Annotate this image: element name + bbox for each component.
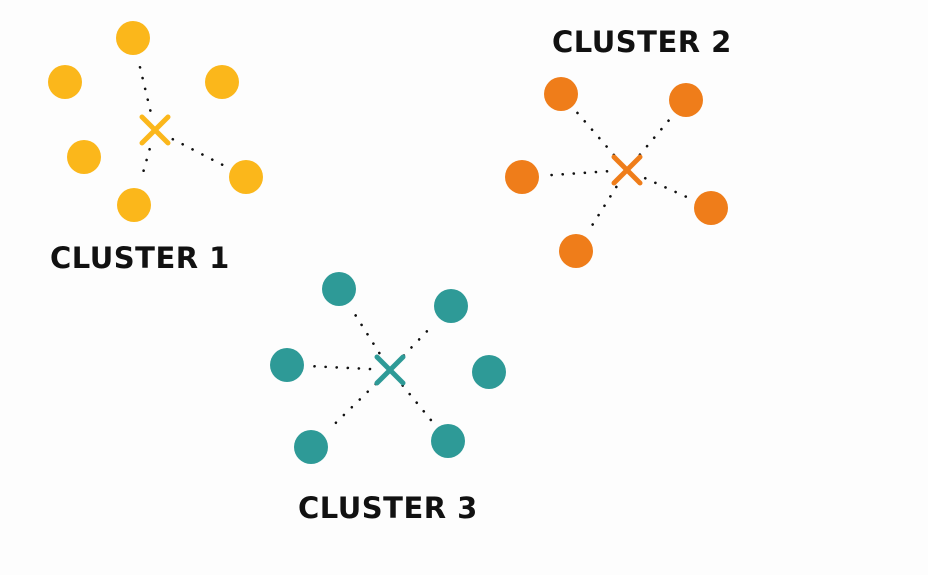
- cluster-1-point: [205, 65, 239, 99]
- cluster-2-point: [559, 234, 593, 268]
- cluster-2-link: [643, 176, 690, 199]
- cluster-1-centroid-icon: [139, 114, 171, 146]
- cluster-3-group: [270, 272, 506, 464]
- cluster-3-point: [270, 348, 304, 382]
- cluster-1-link: [171, 137, 226, 167]
- cluster-3-centroid-icon: [374, 354, 406, 386]
- cluster-3-point: [472, 355, 506, 389]
- cluster-1-point: [117, 188, 151, 222]
- cluster-1-point: [48, 65, 82, 99]
- cluster-1-point: [116, 21, 150, 55]
- cluster-2-link: [576, 111, 616, 157]
- cluster-3-point: [431, 424, 465, 458]
- cluster-2-centroid-icon: [611, 154, 643, 186]
- cluster-2-point: [544, 77, 578, 111]
- cluster-3-point: [322, 272, 356, 306]
- cluster-2-point: [505, 160, 539, 194]
- cluster-2-link: [545, 170, 609, 177]
- cluster-1-point: [229, 160, 263, 194]
- cluster-2-point: [694, 191, 728, 225]
- cluster-2-group: [505, 77, 728, 268]
- cluster-2-point: [669, 83, 703, 117]
- cluster-1-label: CLUSTER 1: [50, 241, 230, 275]
- cluster-3-point: [294, 430, 328, 464]
- cluster-3-point: [434, 289, 468, 323]
- cluster-3-link: [402, 322, 436, 357]
- cluster-1-point: [67, 140, 101, 174]
- cluster-3-link: [351, 308, 381, 355]
- cluster-3-link: [401, 384, 434, 423]
- cluster-3-link: [310, 364, 372, 371]
- cluster-1-group: [48, 21, 263, 222]
- cluster-1-link: [137, 61, 152, 112]
- cluster-3-label: CLUSTER 3: [298, 491, 478, 525]
- cluster-2-link: [588, 185, 618, 232]
- cluster-2-label: CLUSTER 2: [552, 25, 732, 59]
- cluster-3-link: [327, 382, 377, 431]
- cluster-2-link: [638, 117, 672, 157]
- cluster-1-link: [139, 147, 151, 183]
